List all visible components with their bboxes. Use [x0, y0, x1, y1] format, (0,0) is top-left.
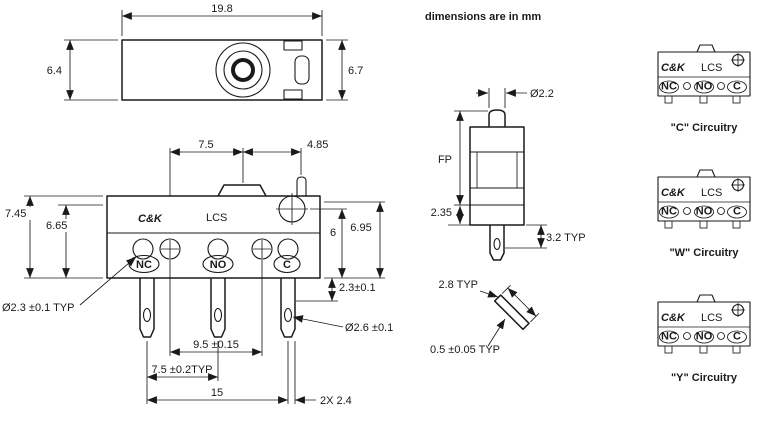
- circuit-diagram-w: C&K LCS NC NO C "W" Circuitry: [657, 169, 751, 259]
- side-view: Ø2.2 FP 2.35 3.2 TYP: [431, 88, 586, 261]
- dim-15: 15: [211, 387, 223, 399]
- mini-label-c: C: [733, 206, 741, 218]
- rivet-nc: [132, 238, 154, 260]
- mini-series: LCS: [701, 187, 722, 199]
- dim-9-5: 9.5 ±0.15: [193, 339, 239, 351]
- leader-2-8: [479, 290, 499, 298]
- front-view-dimensions: [24, 148, 385, 404]
- top-view-body-outline: [121, 39, 323, 101]
- terminal-tab-no: [210, 278, 226, 338]
- mini-plunger: [696, 44, 716, 53]
- units-note: dimensions are in mm: [425, 11, 541, 23]
- series-label: LCS: [206, 212, 227, 224]
- mini-label-no: NO: [696, 206, 713, 218]
- mini-brand: C&K: [661, 312, 686, 324]
- mini-series: LCS: [701, 312, 722, 324]
- mini-label-c: C: [733, 81, 741, 93]
- terminal-cross-section: [493, 294, 530, 331]
- circuitry-label-y: "Y" Circuitry: [671, 372, 738, 384]
- mini-brand: C&K: [661, 62, 686, 74]
- oval-c: [273, 254, 301, 274]
- dim-terminal-hole-dia: Ø2.6 ±0.1: [345, 322, 393, 334]
- mini-label-no: NO: [696, 331, 713, 343]
- mini-label-nc: NC: [661, 81, 677, 93]
- rivet-c: [277, 238, 299, 260]
- brand-logo: C&K: [138, 213, 163, 225]
- top-tab-upper: [283, 40, 303, 51]
- mini-series: LCS: [701, 62, 722, 74]
- terminal-label-no: NO: [210, 259, 227, 271]
- circuit-diagram-y: C&K LCS NC NO C "Y" Circuitry: [657, 294, 751, 384]
- dim-plunger-dia: Ø2.2: [530, 88, 554, 100]
- mini-label-nc: NC: [661, 206, 677, 218]
- side-terminal-hole: [493, 237, 501, 251]
- dim-7-45: 7.45: [5, 208, 26, 220]
- terminal-hole-c: [283, 307, 293, 323]
- oval-nc: [128, 254, 160, 274]
- terminal-hole-no: [213, 307, 223, 323]
- terminal-tab-c: [280, 278, 296, 338]
- terminal-detail-rotated: [493, 284, 540, 331]
- front-body-outline: [106, 195, 321, 279]
- dim-2-3: 2.3±0.1: [339, 282, 376, 294]
- dim-2-8: 2.8 TYP: [438, 279, 478, 291]
- plunger-bump: [217, 184, 267, 197]
- side-view-dimensions: [448, 88, 547, 249]
- top-view: 19.8 6.4 6.7: [47, 3, 363, 101]
- oval-no: [202, 254, 234, 274]
- terminal-hole-nc: [142, 307, 152, 323]
- dim-6-65: 6.65: [46, 220, 67, 232]
- plunger-mid-ring: [223, 50, 263, 90]
- dim-6-4: 6.4: [47, 65, 62, 77]
- top-slot: [294, 55, 310, 85]
- dim-6: 6: [330, 227, 336, 239]
- terminal-label-c: C: [283, 259, 291, 271]
- side-terminal-tab: [489, 225, 505, 261]
- rivet-no: [207, 238, 229, 260]
- circuitry-label-w: "W" Circuitry: [669, 247, 739, 259]
- side-body-outline: [469, 126, 525, 226]
- circuit-diagram-c: C&K LCS NC NO C "C" Circuitry: [657, 44, 751, 134]
- side-plunger: [488, 109, 506, 127]
- mini-label-no: NO: [696, 81, 713, 93]
- plunger-button: [231, 58, 255, 82]
- fp-label: FP: [438, 154, 452, 166]
- dim-hole-dia: Ø2.3 ±0.1 TYP: [2, 302, 74, 314]
- dim-7-5-typ: 7.5 ±0.2TYP: [151, 364, 212, 376]
- mini-brand: C&K: [661, 187, 686, 199]
- mini-plunger: [696, 169, 716, 178]
- dim-3-2: 3.2 TYP: [546, 232, 586, 244]
- plunger-outer-ring: [215, 42, 271, 98]
- dim-4-85: 4.85: [307, 139, 328, 151]
- dim-2-35: 2.35: [431, 207, 452, 219]
- front-view: NC NO C C&K LCS 7.5 4.85 7.45 6.65 6 6.9…: [2, 139, 393, 407]
- terminal-label-nc: NC: [136, 259, 152, 271]
- dim-6-7: 6.7: [348, 65, 363, 77]
- mini-label-nc: NC: [661, 331, 677, 343]
- dim-19-8: 19.8: [211, 3, 232, 15]
- top-view-dimensions: [64, 10, 348, 101]
- dim-0-5: 0.5 ±0.05 TYP: [430, 344, 500, 356]
- mount-hole-right: [251, 238, 273, 260]
- terminal-detail: 2.8 TYP 0.5 ±0.05 TYP: [430, 279, 540, 356]
- dim-7-5: 7.5: [198, 139, 213, 151]
- dim-6-95: 6.95: [350, 222, 371, 234]
- mini-label-c: C: [733, 331, 741, 343]
- leader-0-5: [487, 318, 506, 347]
- top-tab-lower: [283, 89, 303, 100]
- mini-plunger: [696, 294, 716, 303]
- pivot-pin: [296, 176, 307, 196]
- terminal-tab-nc: [139, 278, 155, 338]
- mount-hole-left: [159, 238, 181, 260]
- circuitry-label-c: "C" Circuitry: [671, 122, 739, 134]
- dim-2x-2-4: 2X 2.4: [320, 395, 352, 407]
